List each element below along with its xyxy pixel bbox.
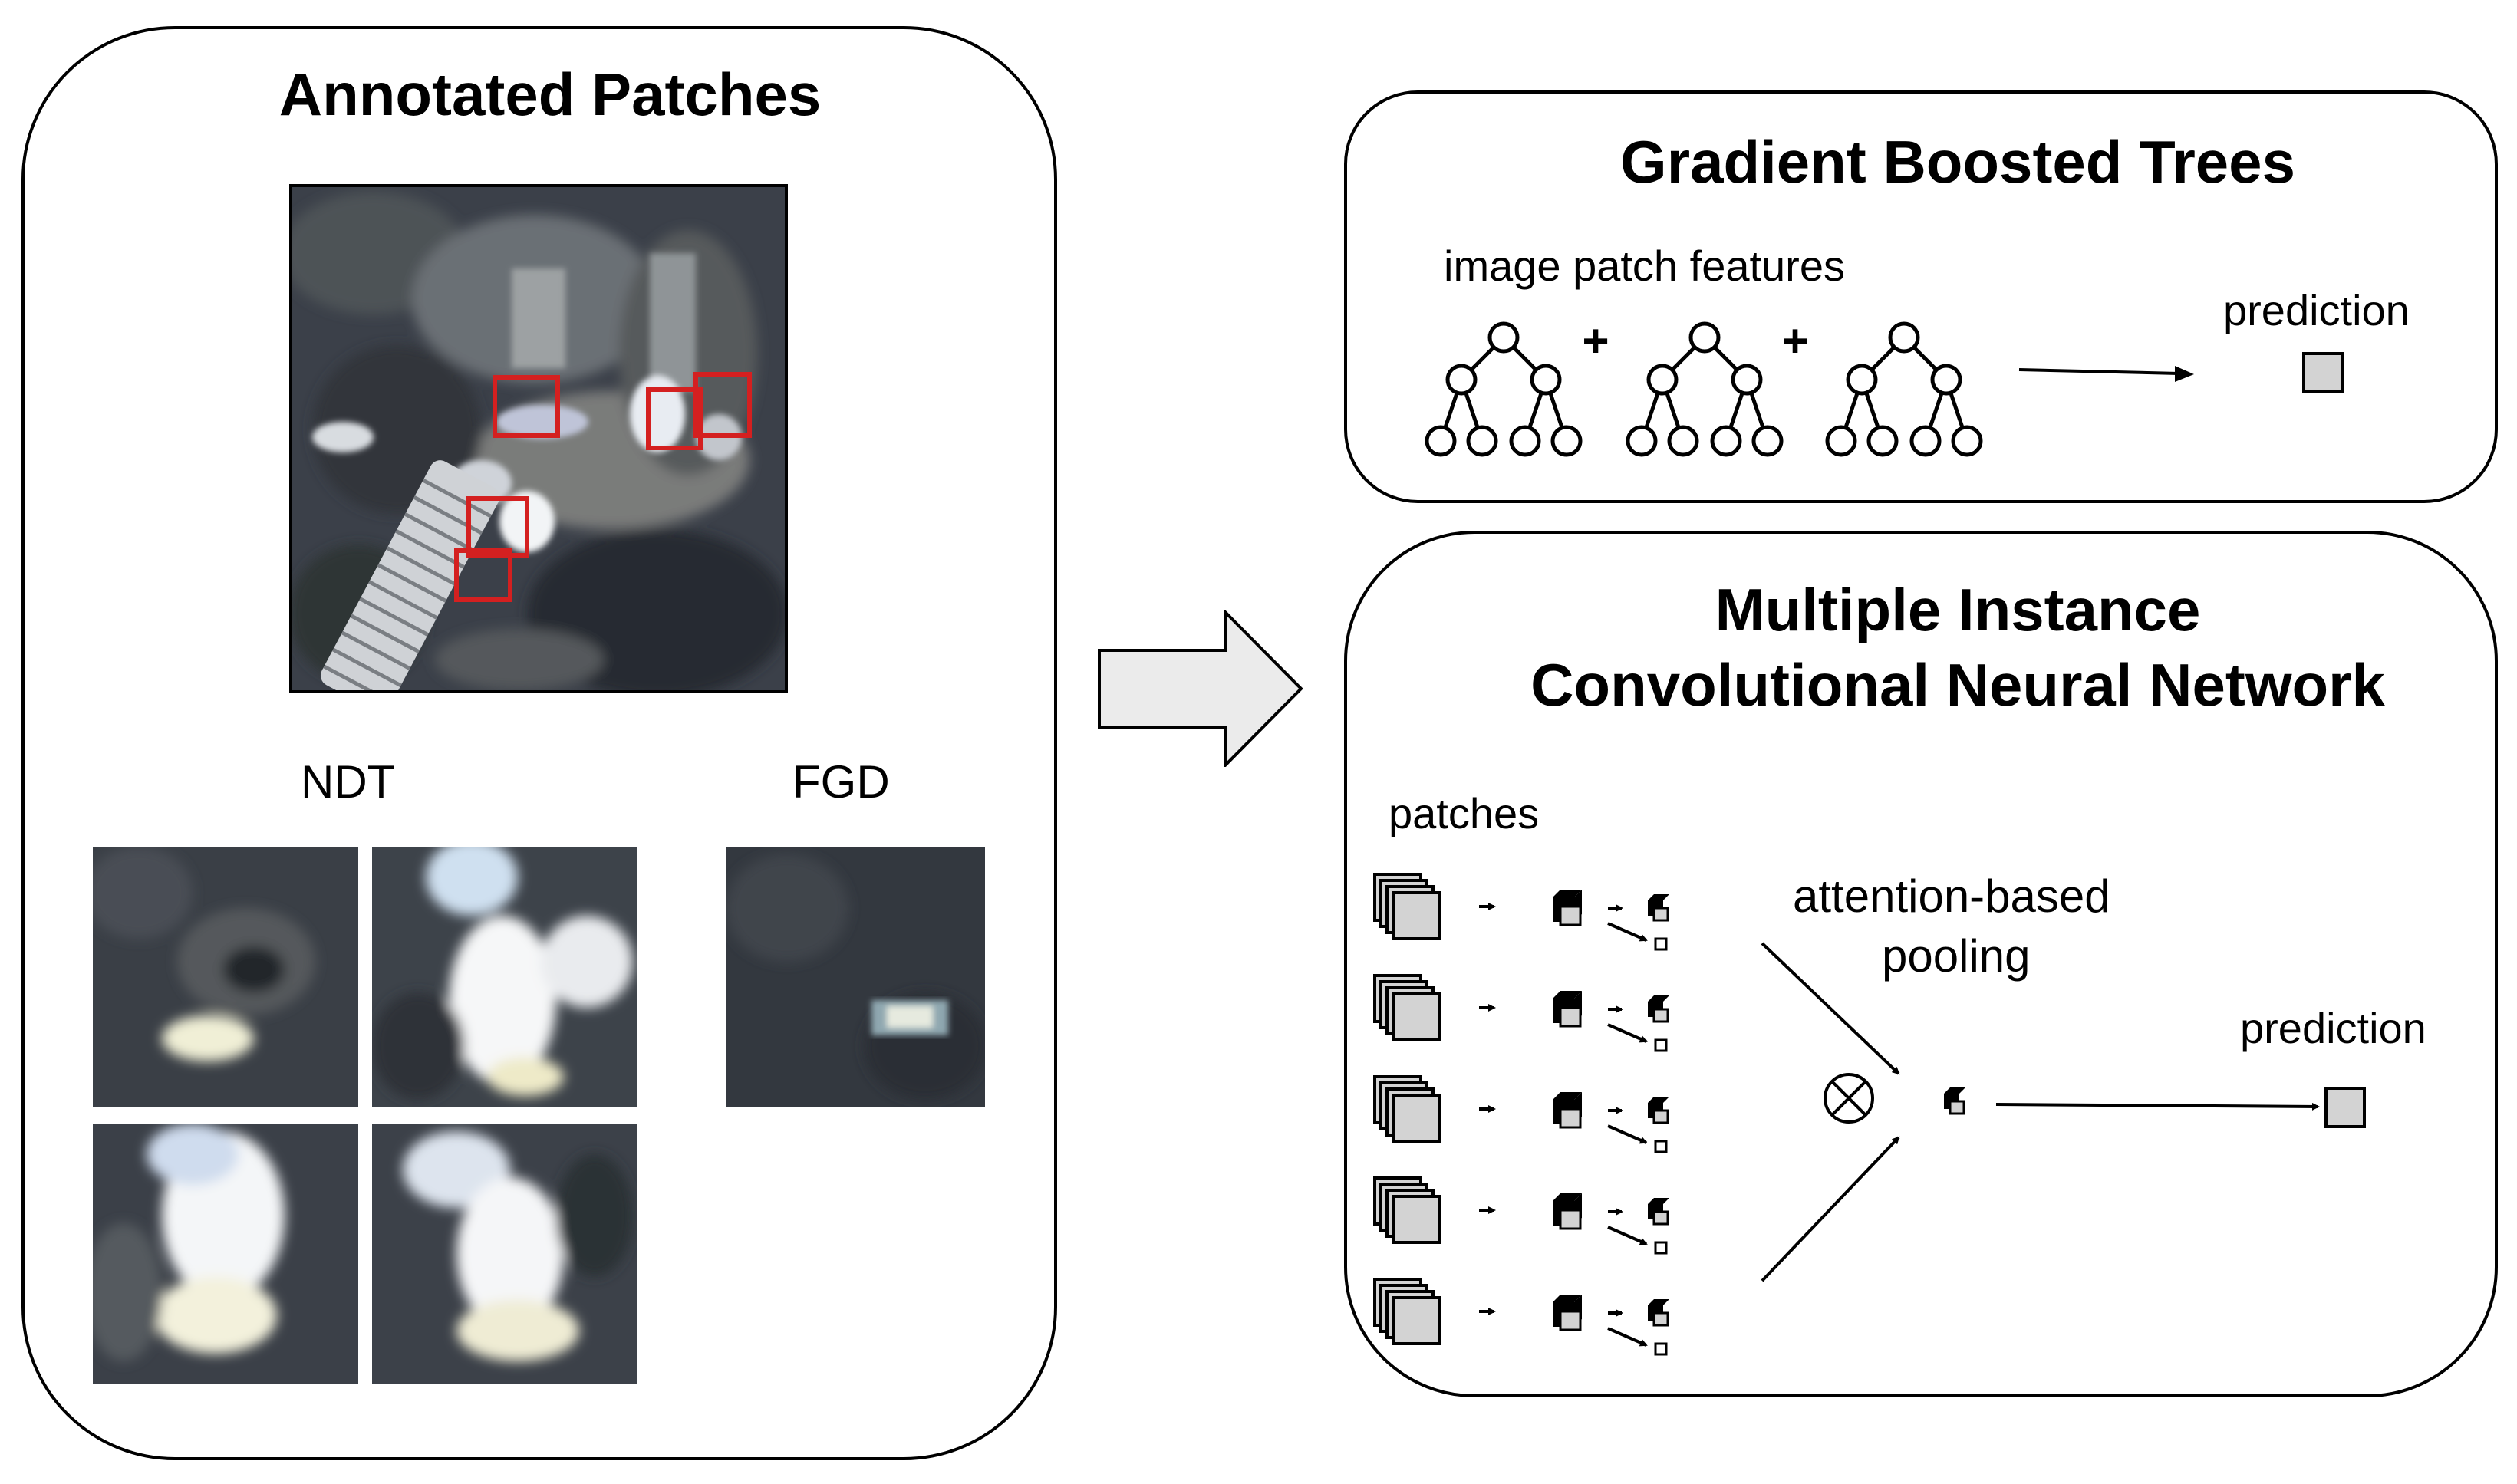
attention-pooling-label-line1: attention-based bbox=[1793, 870, 2110, 922]
mil-prediction-label: prediction bbox=[2240, 1004, 2426, 1052]
otimes-icon bbox=[1824, 1073, 1874, 1124]
annotated-patches-title: Annotated Patches bbox=[278, 61, 822, 128]
mil-output-arrow bbox=[1995, 1102, 2320, 1111]
ndt-patch-2 bbox=[372, 847, 637, 1107]
instance-row-5 bbox=[1375, 1279, 1669, 1354]
patches-label: patches bbox=[1389, 789, 1540, 837]
instance-row-4 bbox=[1375, 1178, 1669, 1253]
image-patch-features-label: image patch features bbox=[1444, 242, 1845, 290]
satellite-image bbox=[289, 184, 788, 693]
decision-tree-1 bbox=[1425, 321, 1583, 457]
instance-row-1 bbox=[1375, 874, 1669, 949]
gbt-output-arrow bbox=[2018, 368, 2179, 375]
pooling-arrow-lower bbox=[1761, 1136, 1900, 1282]
ndt-label: NDT bbox=[301, 756, 396, 808]
gbt-prediction-box bbox=[2302, 352, 2344, 393]
fgd-patch bbox=[726, 847, 985, 1107]
plus-sign-1: + bbox=[1582, 315, 1609, 367]
mil-cnn-title-line1: Multiple Instance bbox=[1715, 576, 2201, 643]
big-right-arrow bbox=[1098, 610, 1303, 767]
decision-tree-3 bbox=[1825, 321, 1983, 457]
pooling-arrow-upper bbox=[1761, 942, 1900, 1075]
plus-sign-2: + bbox=[1781, 315, 1808, 367]
instance-row-3 bbox=[1375, 1077, 1669, 1152]
mil-prediction-box bbox=[2324, 1087, 2366, 1128]
decision-tree-2 bbox=[1626, 321, 1784, 457]
ndt-patch-1 bbox=[93, 847, 358, 1107]
ndt-patch-3 bbox=[93, 1124, 358, 1384]
tree-ensemble: + + bbox=[1425, 315, 2344, 457]
gbt-prediction-label: prediction bbox=[2223, 286, 2410, 334]
instance-row-2 bbox=[1375, 976, 1669, 1051]
mil-cnn-title-line2: Convolutional Neural Network bbox=[1530, 651, 2385, 719]
mil-cnn-panel bbox=[1344, 531, 2498, 1397]
mil-network-diagram bbox=[1344, 828, 2366, 1396]
ndt-patch-4 bbox=[372, 1124, 637, 1384]
fgd-label: FGD bbox=[792, 756, 890, 808]
gradient-boosted-trees-title: Gradient Boosted Trees bbox=[1620, 128, 2295, 196]
pooled-embedding-cube bbox=[1944, 1087, 1965, 1115]
attention-pooling-label-line2: pooling bbox=[1882, 930, 2031, 982]
